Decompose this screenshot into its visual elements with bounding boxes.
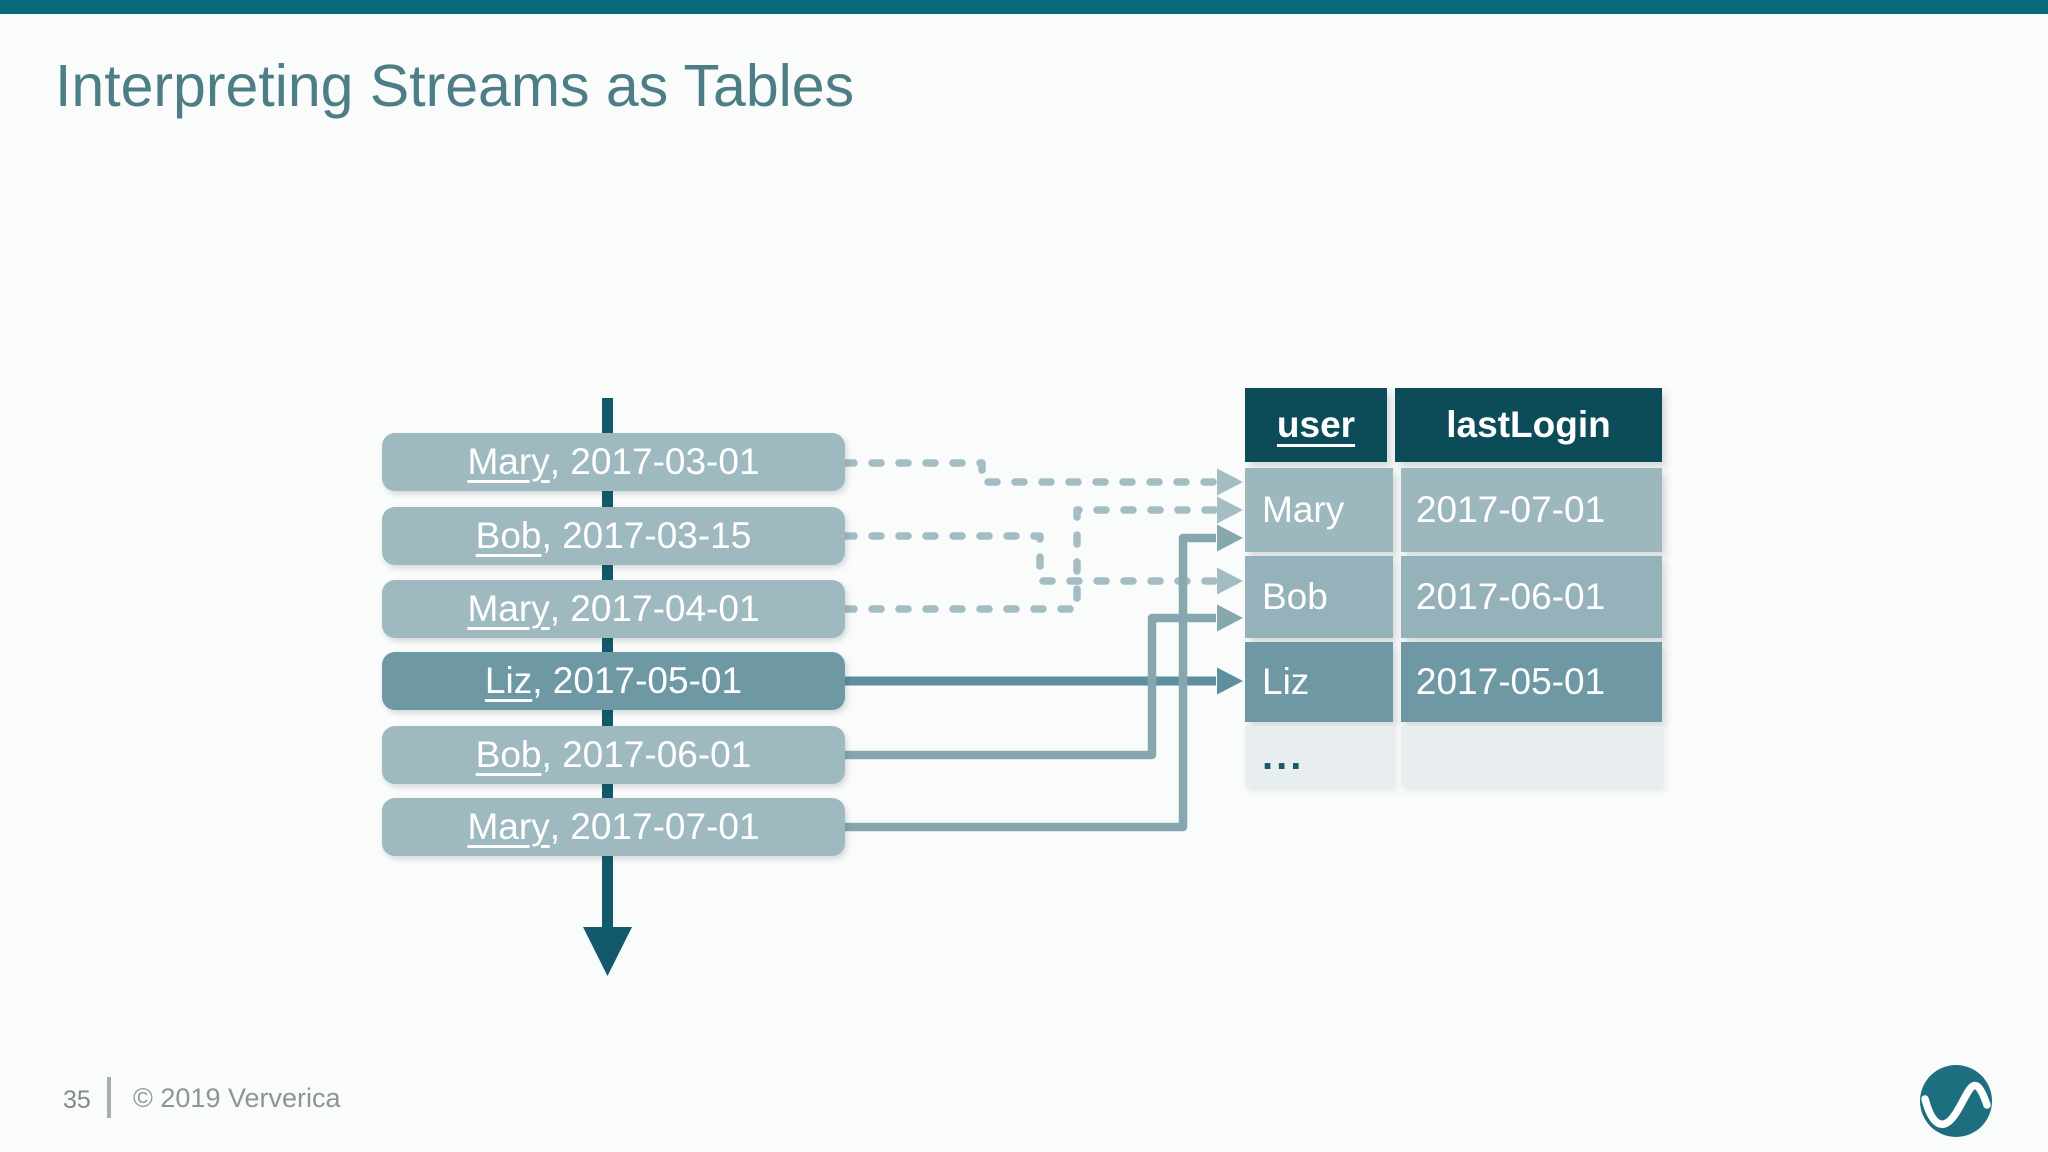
stream-event: Bob, 2017-06-01 — [382, 726, 845, 784]
event-date: 2017-07-01 — [570, 806, 760, 847]
cell-lastlogin: 2017-05-01 — [1400, 642, 1662, 722]
copyright-text: © 2019 Ververica — [133, 1083, 341, 1113]
event-user: Mary — [467, 441, 550, 482]
event-date: 2017-03-15 — [562, 515, 752, 556]
link-arrow-mary-2017-04-01 — [841, 496, 1243, 613]
event-date: 2017-06-01 — [562, 734, 752, 775]
cell-user: Bob — [1245, 556, 1393, 638]
stream-event: Mary, 2017-03-01 — [382, 433, 845, 491]
cell-lastlogin — [1400, 726, 1662, 787]
table-row: Bob 2017-06-01 — [1245, 556, 1662, 638]
event-separator: , — [549, 441, 571, 482]
event-user: Mary — [467, 588, 550, 629]
cell-user: Mary — [1245, 468, 1393, 552]
top-accent-bar — [0, 0, 2048, 14]
event-date: 2017-05-01 — [552, 660, 743, 701]
column-header-user: user — [1245, 388, 1387, 462]
event-user: Liz — [484, 660, 533, 701]
table-row: Liz 2017-05-01 — [1245, 642, 1662, 722]
link-arrow-mary-2017-07-01 — [845, 524, 1243, 832]
page-number: 35 — [63, 1086, 91, 1114]
column-header-lastlogin: lastLogin — [1395, 388, 1662, 462]
table-row-ellipsis: ... — [1245, 726, 1662, 787]
result-table: user lastLogin Mary 2017-07-01 Bob 2017-… — [1245, 388, 1662, 787]
event-user: Mary — [467, 806, 550, 847]
footer-divider — [107, 1077, 111, 1118]
stream-event: Mary, 2017-07-01 — [382, 798, 845, 856]
stream-event: Liz, 2017-05-01 — [382, 652, 845, 710]
table-row: Mary 2017-07-01 — [1245, 468, 1662, 552]
event-separator: , — [532, 660, 553, 701]
slide-title: Interpreting Streams as Tables — [55, 53, 855, 119]
link-arrow-bob-2017-03-15 — [841, 532, 1243, 595]
stream-event: Mary, 2017-04-01 — [382, 580, 845, 638]
ververica-wave-logo-icon — [1920, 1065, 1992, 1137]
event-date: 2017-03-01 — [570, 441, 760, 482]
cell-lastlogin: 2017-07-01 — [1400, 468, 1662, 552]
cell-user: ... — [1245, 726, 1393, 787]
event-separator: , — [549, 588, 571, 629]
cell-user: Liz — [1245, 642, 1393, 722]
event-separator: , — [541, 515, 563, 556]
table-header-row: user lastLogin — [1245, 388, 1662, 462]
link-arrow-mary-2017-03-01 — [841, 459, 1243, 496]
event-separator: , — [541, 734, 563, 775]
event-date: 2017-04-01 — [570, 588, 760, 629]
stream-event: Bob, 2017-03-15 — [382, 507, 845, 565]
event-separator: , — [549, 806, 571, 847]
cell-lastlogin: 2017-06-01 — [1400, 556, 1662, 638]
event-user: Bob — [475, 734, 542, 775]
event-user: Bob — [475, 515, 542, 556]
